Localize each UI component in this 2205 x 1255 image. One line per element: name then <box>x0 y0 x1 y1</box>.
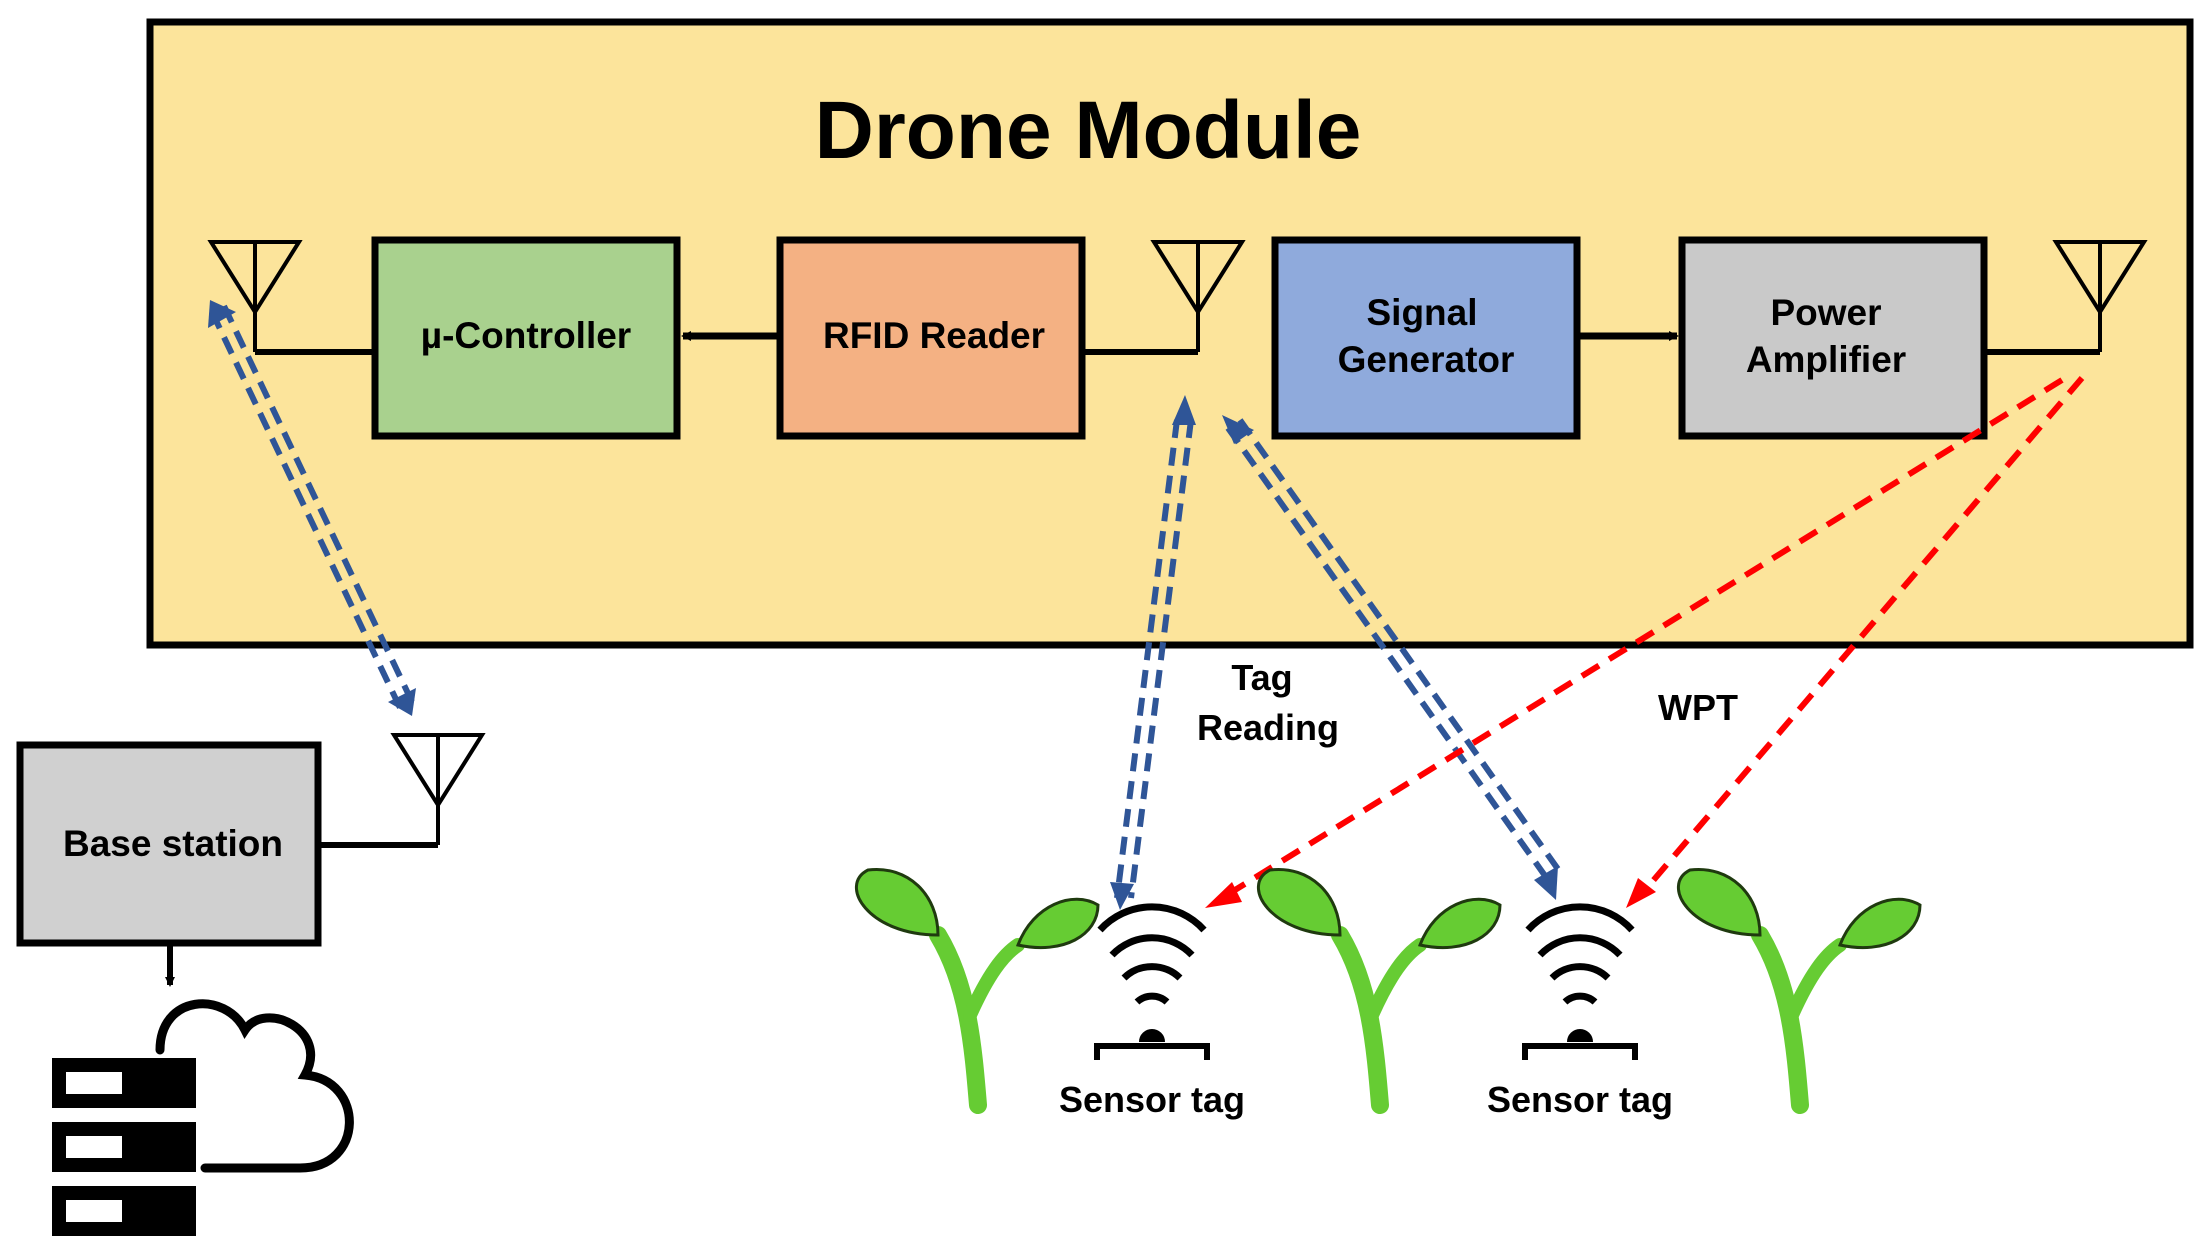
power-amplifier-block <box>1678 236 1988 440</box>
base-link-arrowhead-bottom <box>388 688 416 716</box>
wpt-label: WPT <box>1658 687 1738 728</box>
sensor-tag-1-label: Sensor tag <box>1059 1079 1245 1120</box>
controller-block <box>371 236 681 440</box>
rfid-sensor1-data-link <box>1114 419 1194 899</box>
base-station-antenna-icon <box>392 733 484 847</box>
controller-base-station-data-link <box>209 304 417 714</box>
rfid-sensor2-data-link <box>1225 418 1563 882</box>
wpt-link-to-sensor1 <box>1220 377 2064 901</box>
wpt-arrowhead-sensor1 <box>1205 882 1242 908</box>
rfid-sensor1-arrowhead-bottom <box>1110 882 1134 910</box>
plant-icon <box>1258 869 1500 1105</box>
rfid-sensor2-arrowhead-bottom <box>1534 866 1558 900</box>
server-icon <box>52 1058 196 1236</box>
rfid-reader-block <box>776 236 1086 440</box>
power-amplifier-label-line2: Amplifier <box>1746 339 1906 380</box>
wifi-signal-icon <box>1094 907 1210 1060</box>
signal-generator-block <box>1271 236 1581 440</box>
cloud-icon <box>155 999 354 1173</box>
drone-module-title: Drone Module <box>815 85 1362 176</box>
tag-reading-label-line2: Reading <box>1197 707 1339 748</box>
rfid-sensor1-arrowhead-top <box>1172 395 1196 425</box>
wpt-arrowhead-sensor2 <box>1626 878 1656 908</box>
plant-icon <box>1678 869 1920 1105</box>
controller-link-arrowhead-top <box>208 300 236 328</box>
base-station-label: Base station <box>63 823 283 864</box>
sensor-tag-2-label: Sensor tag <box>1487 1079 1673 1120</box>
rfid-sensor2-arrowhead-top <box>1222 415 1254 444</box>
rfid-reader-label: RFID Reader <box>823 315 1045 356</box>
tag-reading-label-line1: Tag <box>1231 657 1292 698</box>
wifi-signal-icon <box>1522 907 1638 1060</box>
wpt-link-to-sensor2 <box>1637 376 2085 898</box>
power-amplifier-label-line1: Power <box>1770 292 1881 333</box>
signal-generator-label-line1: Signal <box>1366 292 1477 333</box>
signal-generator-label-line2: Generator <box>1338 339 1515 380</box>
plant-icon <box>856 869 1098 1105</box>
controller-label: µ-Controller <box>421 315 631 356</box>
